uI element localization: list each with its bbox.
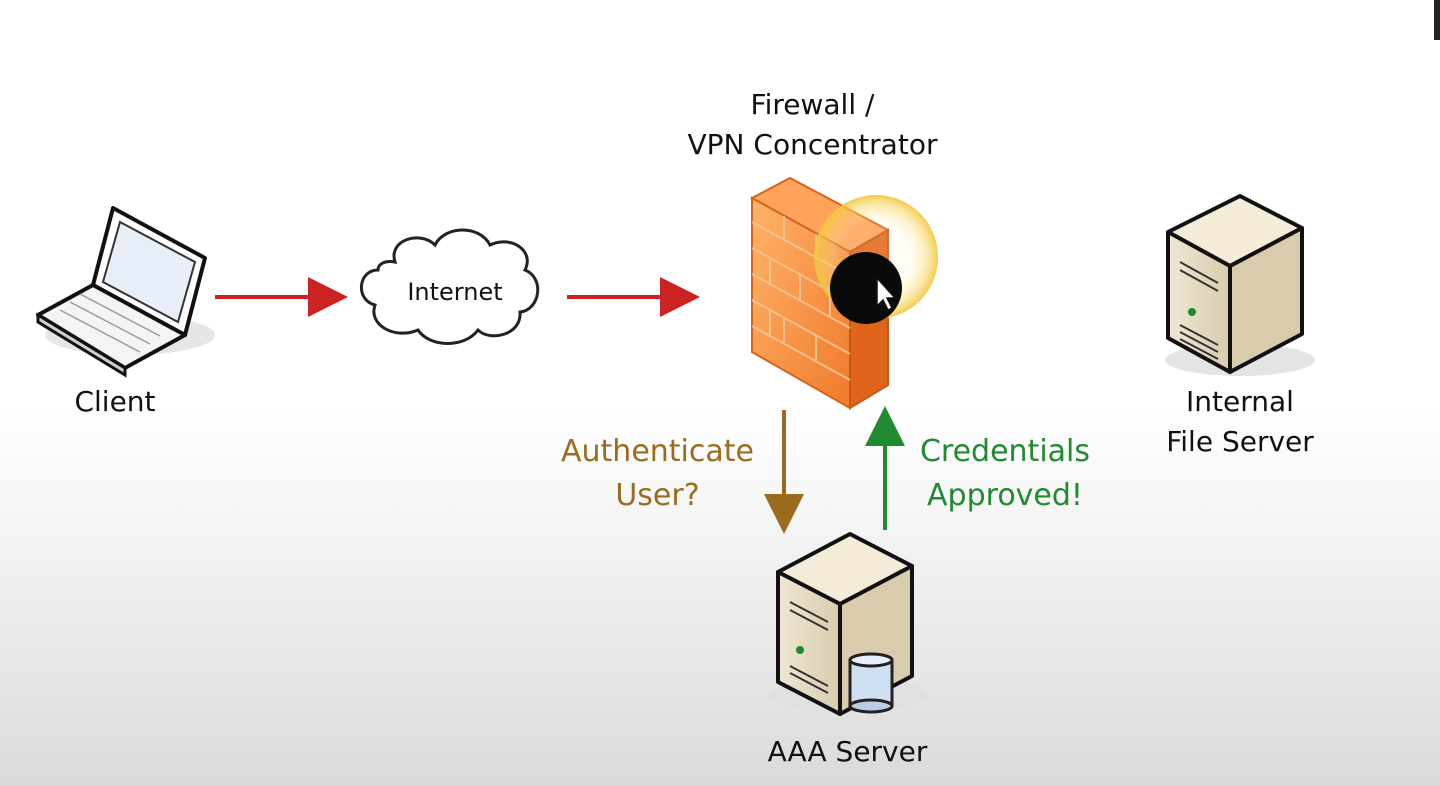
aaa-server-label: AAA Server: [740, 732, 955, 772]
authenticate-label-line1: Authenticate: [561, 434, 754, 469]
cursor-highlight: [814, 195, 938, 324]
approved-label: Credentials Approved!: [900, 430, 1110, 518]
cloud-icon: [359, 228, 540, 345]
client-label-text: Client: [74, 385, 156, 418]
client-label: Client: [55, 382, 175, 422]
mouse-pointer-icon: [876, 276, 897, 312]
aaa-server-icon: [768, 532, 928, 716]
approved-label-line1: Credentials: [919, 434, 1091, 469]
file-server-label-line1: Internal: [1186, 385, 1294, 418]
internet-label-text: Internet: [407, 278, 503, 306]
aaa-server-label-text: AAA Server: [767, 735, 928, 768]
firewall-label-line2: VPN Concentrator: [687, 128, 938, 161]
firewall-label-line1: Firewall /: [750, 88, 875, 121]
file-server-label-line2: File Server: [1166, 425, 1314, 458]
window-edge-marker: [1434, 0, 1440, 40]
firewall-label: Firewall / VPN Concentrator: [640, 85, 985, 165]
laptop-icon: [36, 206, 215, 378]
file-server-icon: [1165, 194, 1315, 376]
approved-label-line2: Approved!: [927, 478, 1083, 513]
authenticate-label: Authenticate User?: [545, 430, 770, 518]
authenticate-label-line2: User?: [615, 478, 700, 513]
file-server-label: Internal File Server: [1140, 382, 1340, 462]
database-icon: [848, 652, 894, 714]
internet-label: Internet: [380, 272, 530, 312]
